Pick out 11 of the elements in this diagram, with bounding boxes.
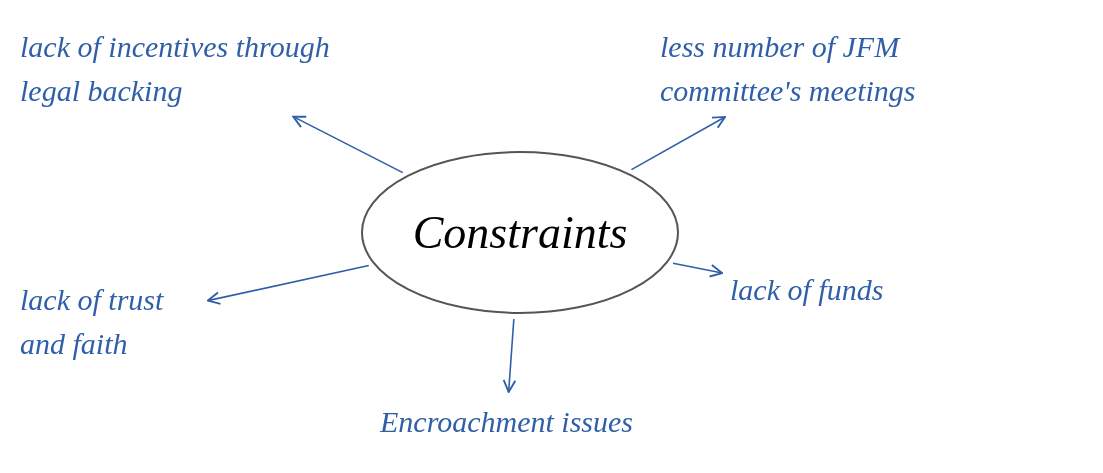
center-label: Constraints (412, 206, 628, 260)
annotation-text: lack of incentives through legal backing (20, 29, 331, 109)
annotation-text: lack of trust and faith (20, 282, 165, 362)
annotation-text: less number of JFM committee's meetings (660, 29, 917, 109)
annotation-text: Encroachment issues (380, 404, 633, 440)
arrow (292, 115, 404, 174)
arrow (630, 116, 726, 171)
arrow (502, 318, 517, 393)
arrow (206, 264, 370, 305)
annotation-text: lack of funds (730, 272, 884, 308)
arrow (672, 262, 724, 278)
